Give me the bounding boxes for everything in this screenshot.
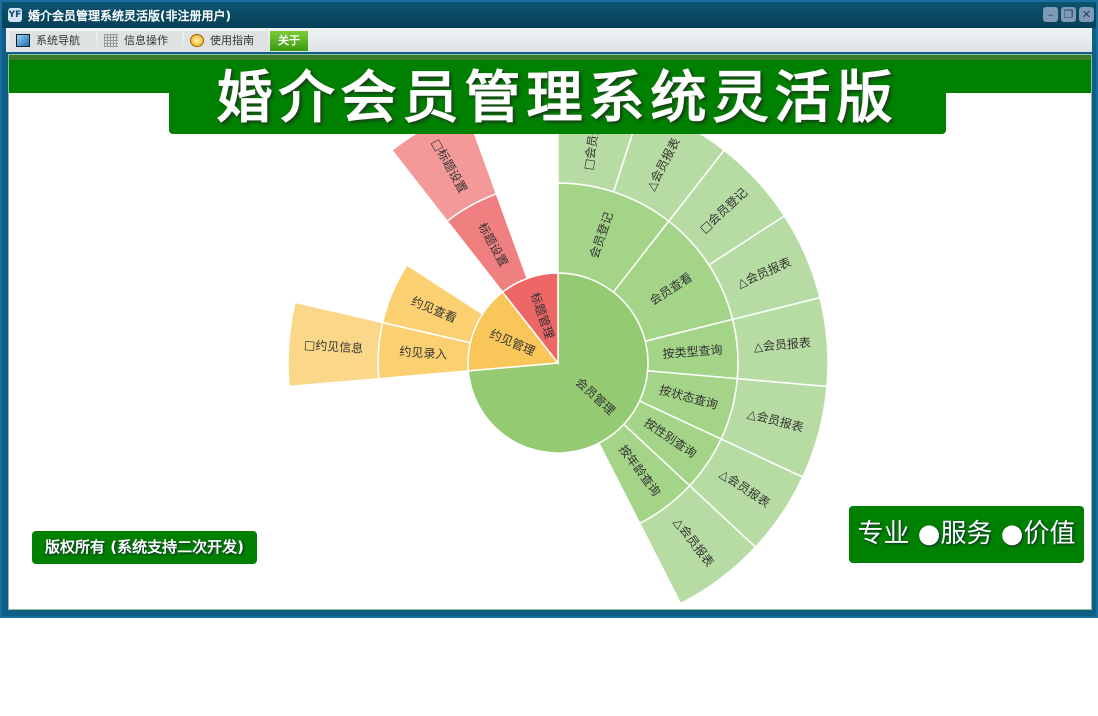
sunburst-label: 按类型查询 — [662, 343, 723, 362]
sunburst-segment-leaf[interactable] — [390, 108, 498, 223]
restore-button[interactable]: ❐ — [1061, 7, 1076, 22]
about-panel: 会员管理会员登记□会员登记△会员报表会员查看□会员登记△会员报表按类型查询△会员… — [8, 54, 1092, 610]
tab-label: 使用指南 — [210, 34, 254, 47]
tab-label: 信息操作 — [124, 34, 168, 47]
help-icon — [190, 34, 204, 47]
copyright-badge: 版权所有 (系统支持二次开发) — [32, 531, 257, 564]
tab-info-ops[interactable]: 信息操作 — [98, 31, 182, 51]
close-button[interactable]: ✕ — [1079, 7, 1094, 22]
grid-icon — [104, 34, 118, 47]
tab-label: 关于 — [278, 34, 300, 47]
app-window: YF 婚介会员管理系统灵活版(非注册用户) – ❐ ✕ 系统导航 信息操作 使用… — [0, 0, 1098, 618]
sunburst-label: 约见录入 — [399, 343, 448, 361]
tab-bar: 系统导航 信息操作 使用指南 关于 — [6, 28, 1092, 52]
window-title: 婚介会员管理系统灵活版(非注册用户) — [28, 9, 231, 23]
sunburst-label: □约见信息 — [303, 337, 363, 356]
tab-about[interactable]: 关于 — [270, 31, 308, 51]
sunburst-segment-leaf[interactable] — [638, 484, 757, 605]
tab-label: 系统导航 — [36, 34, 80, 47]
page-title: 婚介会员管理系统灵活版 — [169, 65, 946, 134]
tab-user-guide[interactable]: 使用指南 — [184, 31, 268, 51]
title-bar[interactable]: YF 婚介会员管理系统灵活版(非注册用户) – ❐ ✕ — [2, 2, 1096, 28]
monitor-icon — [16, 34, 30, 47]
sunburst-label: △会员报表 — [753, 335, 811, 354]
sunburst-segment-branch[interactable] — [381, 263, 484, 344]
minimize-button[interactable]: – — [1043, 7, 1058, 22]
slogan-badge: 专业 ●服务 ●价值 — [849, 506, 1084, 563]
sunburst-segment-leaf[interactable] — [287, 301, 384, 388]
tab-system-nav[interactable]: 系统导航 — [10, 31, 96, 51]
sunburst-chart: 会员管理会员登记□会员登记△会员报表会员查看□会员登记△会员报表按类型查询△会员… — [287, 92, 829, 605]
yf-logo-icon: YF — [8, 8, 22, 22]
